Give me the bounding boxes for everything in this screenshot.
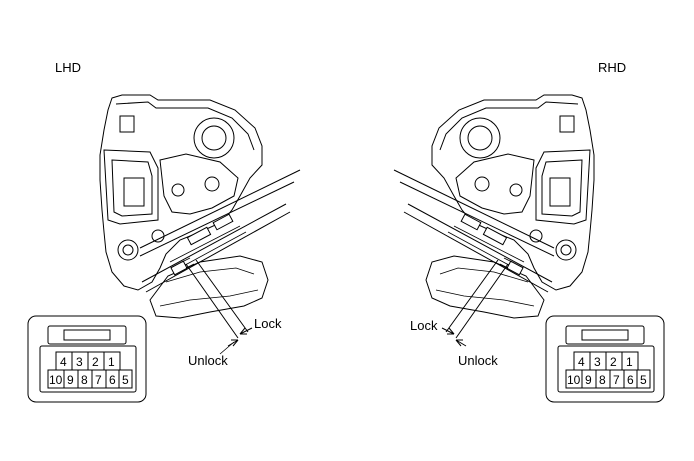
lhd-title: LHD (55, 60, 81, 75)
rhd-connector: 4 3 2 1 10 9 8 7 6 5 (545, 315, 665, 403)
lhd-unlock-leader (219, 341, 235, 355)
lhd-lock-arrow (239, 327, 253, 335)
lhd-pin-5: 5 (122, 373, 129, 387)
lhd-lock-label: Lock (254, 316, 282, 331)
rhd-lock-label: Lock (410, 318, 438, 333)
lhd-pin-1: 1 (108, 355, 115, 369)
rhd-pin-9: 9 (585, 373, 592, 387)
rhd-pin-2: 2 (610, 355, 617, 369)
lhd-pin-9: 9 (67, 373, 74, 387)
rhd-pin-5: 5 (640, 373, 647, 387)
lhd-pin-10: 10 (49, 373, 63, 387)
lhd-door-lock-assembly (99, 94, 301, 347)
rhd-pin-10: 10 (567, 373, 581, 387)
lhd-pin-8: 8 (81, 373, 88, 387)
rhd-pin-3: 3 (594, 355, 601, 369)
rhd-pin-4: 4 (578, 355, 585, 369)
lhd-unlock-label: Unlock (188, 353, 228, 368)
lhd-pin-4: 4 (60, 355, 67, 369)
lhd-connector: 4 3 2 1 10 9 8 7 6 5 (27, 315, 147, 403)
rhd-title: RHD (598, 60, 626, 75)
rhd-pin-1: 1 (626, 355, 633, 369)
lhd-pin-2: 2 (92, 355, 99, 369)
lhd-pin-3: 3 (76, 355, 83, 369)
rhd-pin-7: 7 (613, 373, 620, 387)
rhd-pin-6: 6 (627, 373, 634, 387)
rhd-pin-8: 8 (599, 373, 606, 387)
lhd-pin-6: 6 (109, 373, 116, 387)
lhd-pin-7: 7 (95, 373, 102, 387)
rhd-unlock-label: Unlock (458, 353, 498, 368)
rhd-door-lock-assembly (393, 94, 595, 347)
